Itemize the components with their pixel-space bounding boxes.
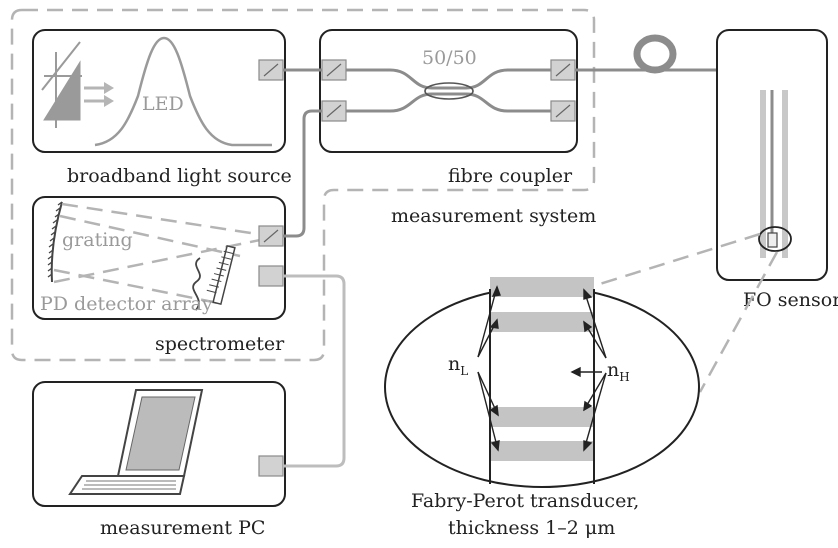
light-source-label: broadband light source	[67, 165, 292, 187]
led-diode-icon	[41, 41, 114, 128]
fibre-coupler-label: fibre coupler	[448, 165, 573, 187]
measurement-system-boundary	[10, 8, 596, 362]
fibre-spectrometer-to-pc	[283, 274, 346, 468]
measurement-pc-label: measurement PC	[100, 517, 265, 539]
fibre-loop-icon	[633, 34, 677, 74]
zoom-line-bottom	[698, 251, 779, 393]
detector-lens-icon	[192, 257, 201, 311]
light-source-box	[32, 29, 286, 153]
refractive-index-arrows	[477, 285, 607, 452]
spectrometer-beam-lines	[53, 202, 271, 305]
fibre-coupler-box	[319, 29, 578, 153]
grating-element	[47, 201, 63, 283]
led-spectrum-curve	[94, 36, 272, 147]
n-high-label: nH	[607, 359, 630, 384]
coupler-ratio-label: 50/50	[422, 47, 477, 69]
fibre-coupler-to-spectrometer	[283, 109, 322, 238]
transducer-label-line2: thickness 1–2 μm	[448, 517, 615, 539]
spectrometer-port-out	[258, 265, 284, 287]
spectrometer-label: spectrometer	[155, 333, 285, 355]
pd-detector-array-icon	[206, 244, 236, 306]
transducer-layers	[489, 277, 595, 484]
laptop-icon	[68, 389, 204, 495]
n-low-label: nL	[448, 353, 468, 378]
transducer-label-line1: Fabry-Perot transducer,	[411, 490, 639, 512]
fo-sensor-label: FO sensor	[743, 289, 838, 311]
grating-label: grating	[62, 229, 133, 251]
pd-array-label: PD detector array	[40, 293, 213, 315]
fo-sensor-probe	[758, 90, 792, 258]
led-label: LED	[142, 93, 184, 115]
measurement-system-label: measurement system	[391, 205, 596, 227]
pc-port	[258, 455, 284, 477]
coupler-fibres	[346, 68, 551, 113]
